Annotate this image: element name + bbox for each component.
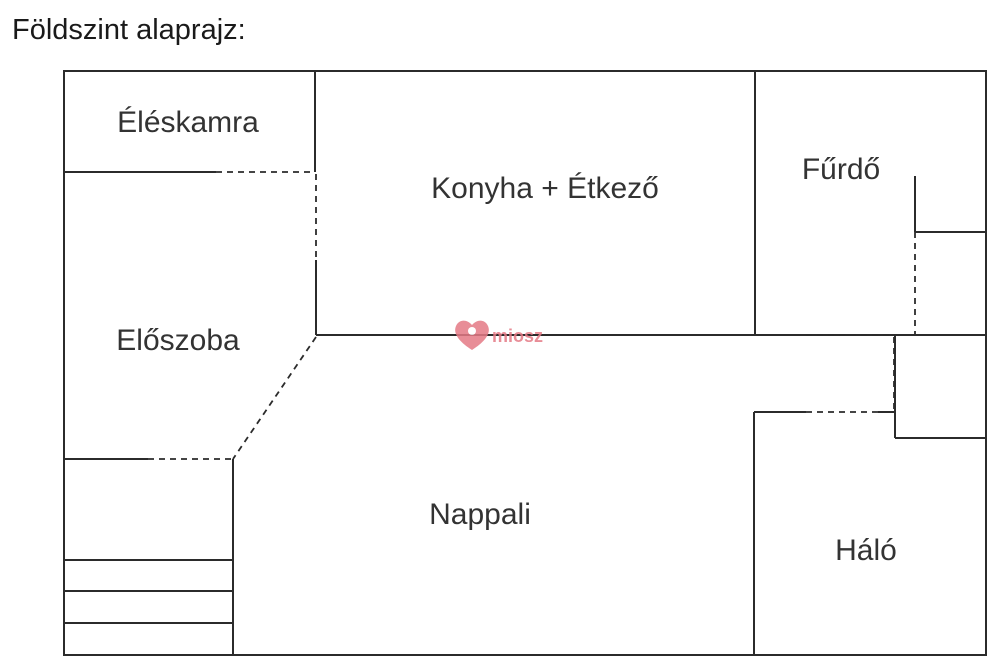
watermark-text: miosz [492,326,543,346]
openings [148,171,916,460]
room-label-kitchen: Konyha + Étkező [431,172,659,205]
room-label-living: Nappali [429,498,531,531]
room-label-bedroom: Háló [835,534,897,567]
interior-walls [64,71,986,655]
room-label-bathroom: Fűrdő [802,153,880,186]
room-label-hallway: Előszoba [116,324,240,357]
page-title: Földszint alaprajz: [12,14,246,46]
heart-logo-icon [455,320,489,350]
outer-wall [63,70,987,656]
room-label-pantry: Éléskamra [117,106,259,139]
watermark: miosz [455,320,543,350]
